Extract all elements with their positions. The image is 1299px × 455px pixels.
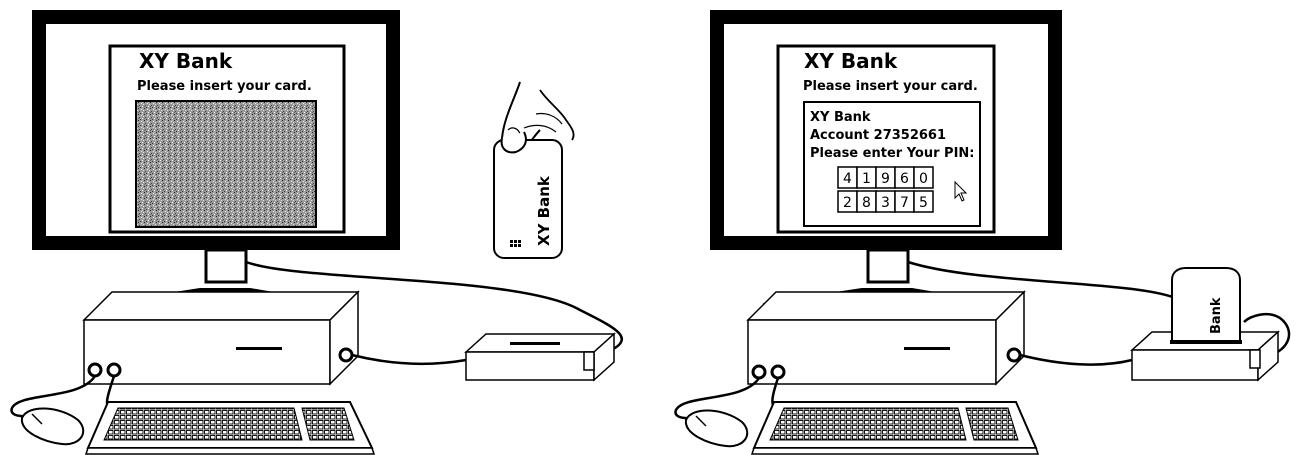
keypad-digit: 3 (881, 195, 890, 211)
keypad-digit: 5 (919, 195, 928, 211)
left-card-reader (466, 334, 614, 380)
right-bank-title: XY Bank (804, 49, 898, 73)
left-mouse (22, 408, 83, 444)
left-noise-panel (136, 101, 316, 227)
left-insert-prompt: Please insert your card. (137, 79, 312, 94)
left-reader-cable (352, 355, 466, 364)
right-workstation: XY Bank Please insert your card. XY Bank… (676, 10, 1290, 454)
dialog-account-number: Account 27352661 (810, 128, 946, 143)
keypad-digit: 0 (919, 171, 928, 187)
dialog-pin-prompt: Please enter Your PIN: (810, 146, 974, 161)
pin-dialog: XY Bank Account 27352661 Please enter Yo… (804, 102, 980, 226)
dialog-bank-name: XY Bank (810, 110, 871, 125)
keypad-digit: 8 (862, 195, 871, 211)
left-keyboard (86, 402, 374, 454)
keypad-digit: 7 (900, 195, 909, 211)
right-computer-case (748, 292, 1024, 384)
keypad-digit: 1 (862, 171, 871, 187)
left-monitor: XY Bank Please insert your card. (32, 10, 400, 250)
keypad-digit: 9 (881, 171, 890, 187)
right-mouse (686, 410, 747, 446)
right-monitor: XY Bank Please insert your card. XY Bank… (710, 10, 1062, 250)
left-bank-title: XY Bank (139, 49, 233, 73)
card-label: XY Bank (535, 175, 553, 246)
keypad-digit: 6 (900, 171, 909, 187)
hand-with-card: XY Bank (494, 82, 574, 258)
keypad-digit: 4 (843, 171, 852, 187)
right-keyboard (752, 402, 1038, 454)
left-computer-case (84, 292, 358, 384)
right-card-reader: Bank (1132, 268, 1278, 380)
inserted-card-label: Bank (1209, 297, 1224, 334)
bank-card: XY Bank (494, 140, 562, 258)
inserted-card: Bank (1170, 268, 1242, 344)
right-reader-cable (1020, 355, 1132, 365)
keypad-digit: 2 (843, 195, 852, 211)
right-insert-prompt: Please insert your card. (803, 79, 978, 94)
